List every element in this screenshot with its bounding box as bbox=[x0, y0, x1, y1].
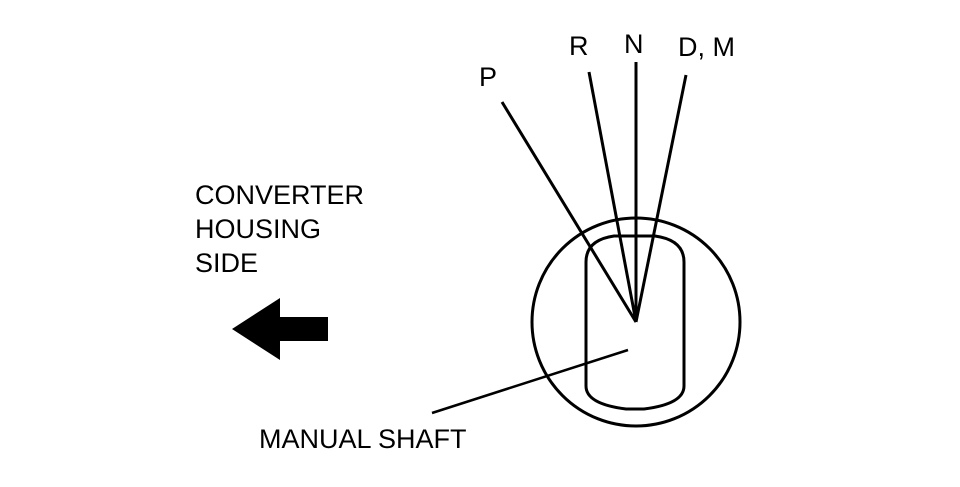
label-p: P bbox=[479, 62, 498, 92]
manual-shaft-label: MANUAL SHAFT bbox=[259, 424, 467, 454]
label-n: N bbox=[624, 29, 644, 59]
label-r: R bbox=[569, 31, 589, 61]
side-label-line: CONVERTER bbox=[195, 180, 365, 210]
p-position-line bbox=[500, 101, 638, 323]
label-dm: D, M bbox=[678, 32, 735, 62]
side-label-line: HOUSING bbox=[195, 214, 322, 244]
manual-shaft-detent-slot bbox=[584, 234, 686, 411]
dm-position-line bbox=[634, 74, 688, 323]
side-label-line: SIDE bbox=[195, 248, 259, 278]
r-position-line bbox=[587, 71, 638, 323]
converter-housing-side-label: CONVERTER HOUSING SIDE bbox=[195, 178, 364, 280]
manual-shaft-leader-line bbox=[431, 348, 629, 415]
converter-side-arrow-icon bbox=[232, 298, 328, 360]
